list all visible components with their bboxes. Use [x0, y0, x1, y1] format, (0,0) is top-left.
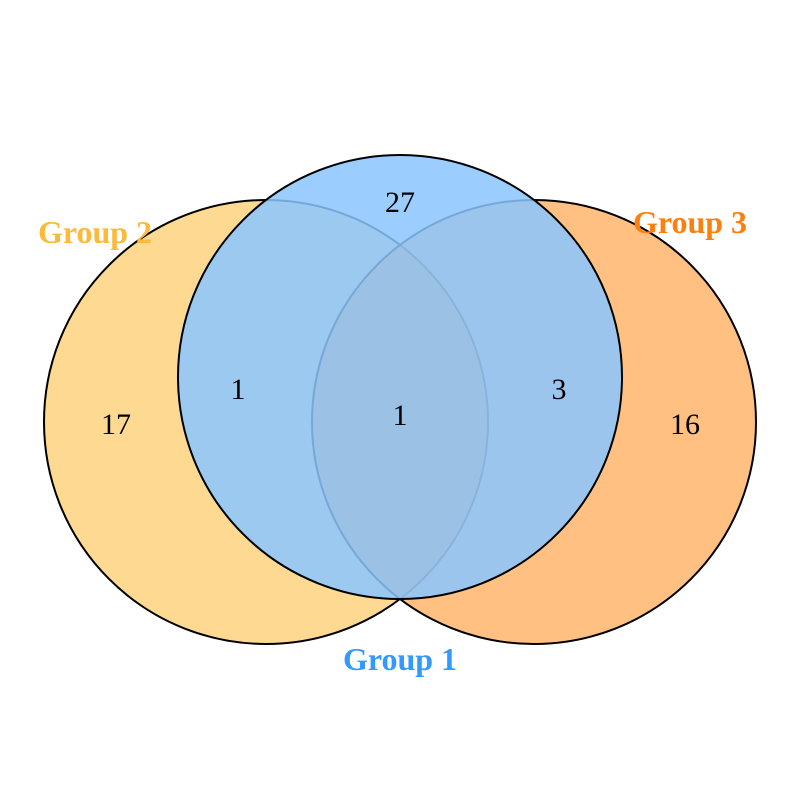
group1-group2-count: 1 [231, 373, 246, 406]
group3-label: Group 3 [633, 204, 747, 240]
group2-label: Group 2 [38, 214, 152, 250]
group1-only-count: 27 [385, 186, 415, 219]
set-circles [43, 154, 757, 645]
all-groups-count: 1 [393, 399, 408, 432]
group2-only-count: 17 [101, 408, 131, 441]
region-counts: 27 17 16 1 3 1 [101, 186, 700, 441]
group1-label: Group 1 [343, 641, 457, 677]
group1-group3-count: 3 [552, 373, 567, 406]
group1-circle [177, 154, 623, 600]
set-labels: Group 2 Group 3 Group 1 [38, 204, 747, 677]
group3-only-count: 16 [670, 408, 700, 441]
